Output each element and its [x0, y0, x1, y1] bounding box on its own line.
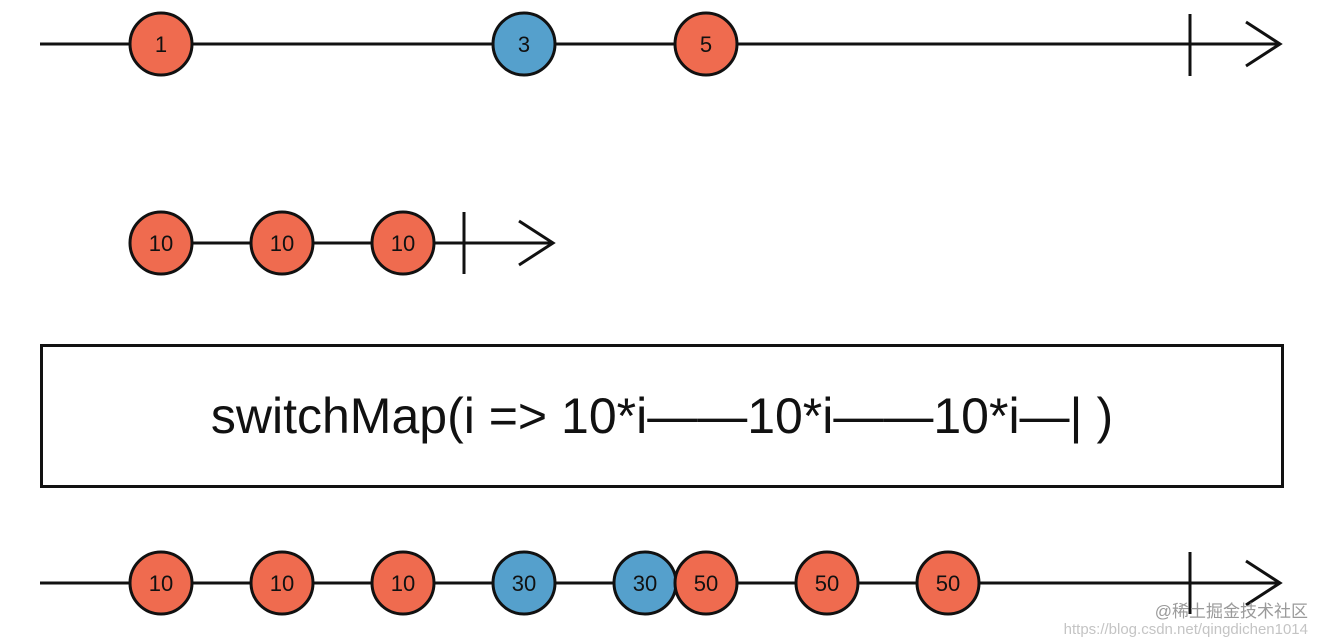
result-marble-label: 50: [936, 571, 960, 596]
result-marble-label: 10: [149, 571, 173, 596]
result-marbles: 10 10 10 30 30 50 50 50: [128, 550, 981, 616]
result-marble-label: 50: [815, 571, 839, 596]
result-marble-circle: [491, 550, 557, 616]
operator-box: switchMap(i => 10*i——10*i——10*i—| ): [40, 344, 1284, 488]
result-marble-label: 10: [270, 571, 294, 596]
inner-marble-circle: [128, 210, 194, 276]
source-marble-3: 5: [673, 11, 739, 77]
source-marble-circle: [128, 11, 194, 77]
inner-marble-3: 10: [370, 210, 436, 276]
inner-marble-circle: [370, 210, 436, 276]
result-marble-7: 50: [794, 550, 860, 616]
result-marble-4: 30: [491, 550, 557, 616]
inner-marbles: 10 10 10: [128, 210, 436, 276]
result-timeline: 10 10 10 30 30 50 50 50: [40, 550, 1283, 616]
operator-label: switchMap(i => 10*i——10*i——10*i—| ): [210, 388, 1114, 444]
result-marble-circle: [794, 550, 860, 616]
source-arrow-head: [1245, 20, 1283, 68]
result-marble-circle: [673, 550, 739, 616]
source-marble-label: 3: [518, 32, 530, 57]
source-timeline: 1 3 5: [40, 11, 1283, 77]
source-marble-1: 1: [128, 11, 194, 77]
result-marble-1: 10: [128, 550, 194, 616]
source-marble-label: 5: [700, 32, 712, 57]
result-marble-circle: [915, 550, 981, 616]
source-marble-circle: [491, 11, 557, 77]
result-marble-6: 50: [673, 550, 739, 616]
result-marble-label: 30: [633, 571, 657, 596]
inner-arrow-head: [518, 219, 556, 267]
result-marble-circle: [128, 550, 194, 616]
inner-marble-circle: [249, 210, 315, 276]
source-marble-label: 1: [155, 32, 167, 57]
inner-marble-label: 10: [391, 231, 415, 256]
source-marbles: 1 3 5: [128, 11, 739, 77]
inner-marble-2: 10: [249, 210, 315, 276]
result-marble-label: 50: [694, 571, 718, 596]
watermark-url: https://blog.csdn.net/qingdichen1014: [1063, 621, 1308, 638]
result-marble-label: 10: [391, 571, 415, 596]
inner-marble-1: 10: [128, 210, 194, 276]
result-marble-circle: [249, 550, 315, 616]
inner-marble-label: 10: [270, 231, 294, 256]
result-arrow-head: [1245, 559, 1283, 607]
source-marble-2: 3: [491, 11, 557, 77]
source-marble-circle: [673, 11, 739, 77]
result-marble-label: 30: [512, 571, 536, 596]
inner-timeline: 10 10 10: [128, 210, 556, 276]
result-marble-2: 10: [249, 550, 315, 616]
result-marble-5: 30: [612, 550, 678, 616]
result-marble-circle: [370, 550, 436, 616]
result-marble-3: 10: [370, 550, 436, 616]
inner-marble-label: 10: [149, 231, 173, 256]
watermark-community: @稀土掘金技术社区: [1154, 602, 1308, 621]
result-marble-8: 50: [915, 550, 981, 616]
